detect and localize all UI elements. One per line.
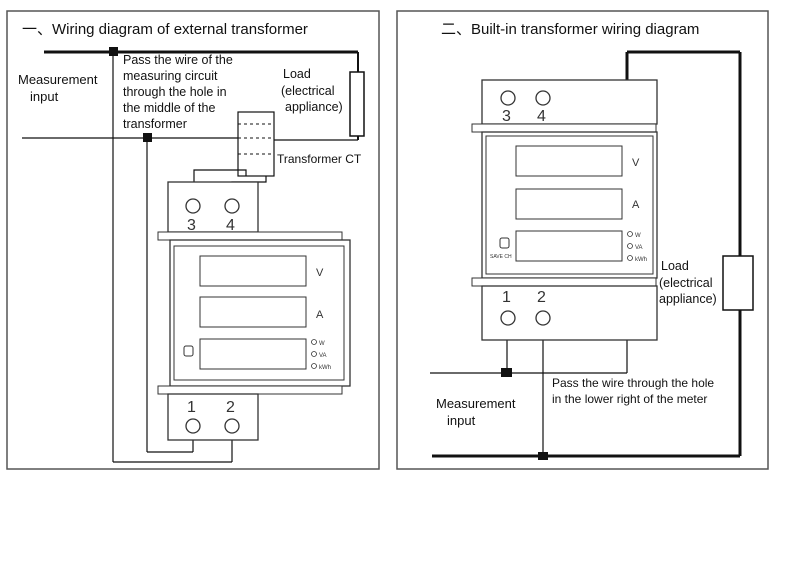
svg-text:VA: VA — [635, 245, 643, 251]
left-junction-top — [109, 47, 118, 56]
left-terminal-1 — [185, 418, 201, 434]
svg-text:V: V — [316, 267, 324, 279]
right-terminal-2 — [535, 310, 551, 326]
right-note: Pass the wire through the hole in the lo… — [552, 376, 717, 406]
left-ct-label: Transformer CT — [277, 152, 362, 166]
right-save-label: SAVE CH — [490, 254, 512, 260]
left-ct-transformer — [237, 111, 275, 177]
svg-text:kWh: kWh — [319, 365, 331, 371]
left-terminal-3 — [185, 198, 201, 214]
svg-text:VA: VA — [319, 353, 327, 359]
svg-text:4: 4 — [226, 217, 235, 234]
svg-text:V: V — [632, 157, 640, 169]
right-meter: 3 4 V A SAVE CH W VA kWh 1 2 — [471, 79, 658, 341]
right-save-button — [499, 237, 510, 249]
right-voltage-display — [515, 145, 623, 177]
svg-text:A: A — [632, 199, 640, 211]
svg-text:2: 2 — [226, 399, 235, 416]
svg-text:3: 3 — [187, 217, 196, 234]
left-mode-button — [183, 345, 194, 357]
svg-text:1: 1 — [502, 289, 511, 306]
right-junction-mid — [501, 368, 512, 377]
right-load-label: Load (electrical appliance) — [659, 259, 717, 306]
left-meter: 3 4 V A W VA kWh 1 2 — [157, 181, 351, 441]
right-power-display — [515, 230, 623, 262]
svg-text:W: W — [635, 233, 641, 239]
left-terminal-2 — [224, 418, 240, 434]
svg-text:kWh: kWh — [635, 257, 647, 263]
svg-text:2: 2 — [537, 289, 546, 306]
left-terminal-4 — [224, 198, 240, 214]
left-current-display — [199, 296, 307, 328]
right-terminal-3 — [500, 90, 516, 106]
left-load-box — [349, 71, 365, 137]
svg-text:W: W — [319, 341, 325, 347]
left-panel: 一、Wiring diagram of external transformer — [6, 10, 380, 470]
left-load-label: Load (electrical appliance) — [281, 67, 343, 114]
right-junction-bottom — [538, 452, 548, 460]
svg-text:A: A — [316, 309, 324, 321]
left-voltage-display — [199, 255, 307, 287]
right-load-box — [722, 255, 754, 311]
left-junction-mid — [143, 133, 152, 142]
right-panel-frame — [396, 10, 769, 470]
right-measurement-input: Measurement input — [436, 396, 519, 428]
right-terminal-1 — [500, 310, 516, 326]
right-current-display — [515, 188, 623, 220]
left-measurement-input: Measurement input — [18, 72, 101, 104]
svg-text:3: 3 — [502, 108, 511, 125]
left-note: Pass the wire of the measuring circuit t… — [123, 53, 236, 131]
svg-text:4: 4 — [537, 108, 546, 125]
left-panel-frame — [6, 10, 380, 470]
right-panel-title: 二、Built-in transformer wiring diagram — [441, 21, 699, 38]
right-panel: 二、Built-in transformer wiring diagram 3 … — [396, 10, 769, 470]
right-terminal-4 — [535, 90, 551, 106]
svg-text:1: 1 — [187, 399, 196, 416]
left-panel-title: 一、Wiring diagram of external transformer — [22, 21, 308, 38]
left-power-display — [199, 338, 307, 370]
